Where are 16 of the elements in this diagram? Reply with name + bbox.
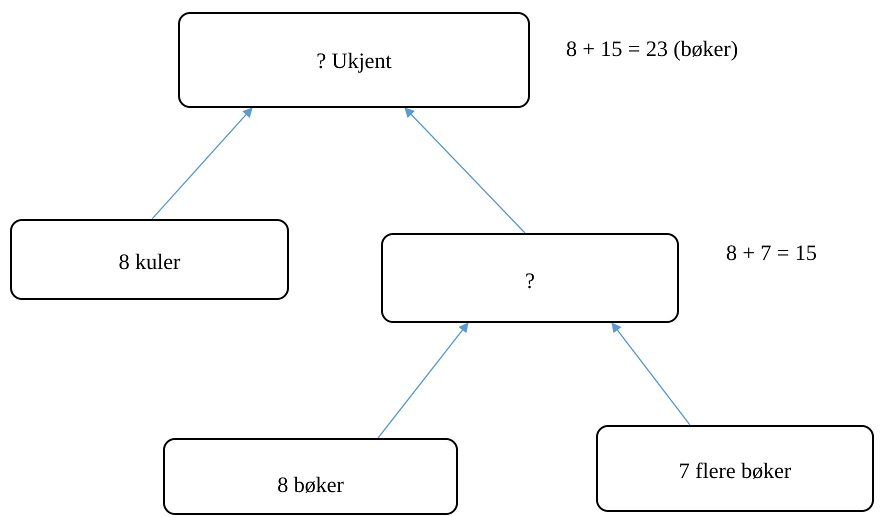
rounded-box	[10, 219, 289, 300]
rounded-box	[178, 12, 530, 108]
box-text: 8 bøker	[277, 471, 344, 499]
arrow	[611, 322, 691, 426]
box-text: ?	[525, 266, 535, 294]
rounded-box	[596, 425, 874, 512]
rounded-box	[381, 233, 679, 323]
arrow	[377, 322, 469, 438]
rounded-box	[163, 438, 458, 515]
box-text: 8 kuler	[118, 248, 180, 276]
equation-label: 8 + 15 = 23 (bøker)	[566, 35, 738, 63]
box-text: 7 flere bøker	[678, 457, 792, 485]
equation-label: 8 + 7 = 15	[726, 239, 817, 267]
arrow	[404, 107, 526, 234]
box-text: ? Ukjent	[316, 46, 392, 75]
arrow	[152, 107, 253, 220]
